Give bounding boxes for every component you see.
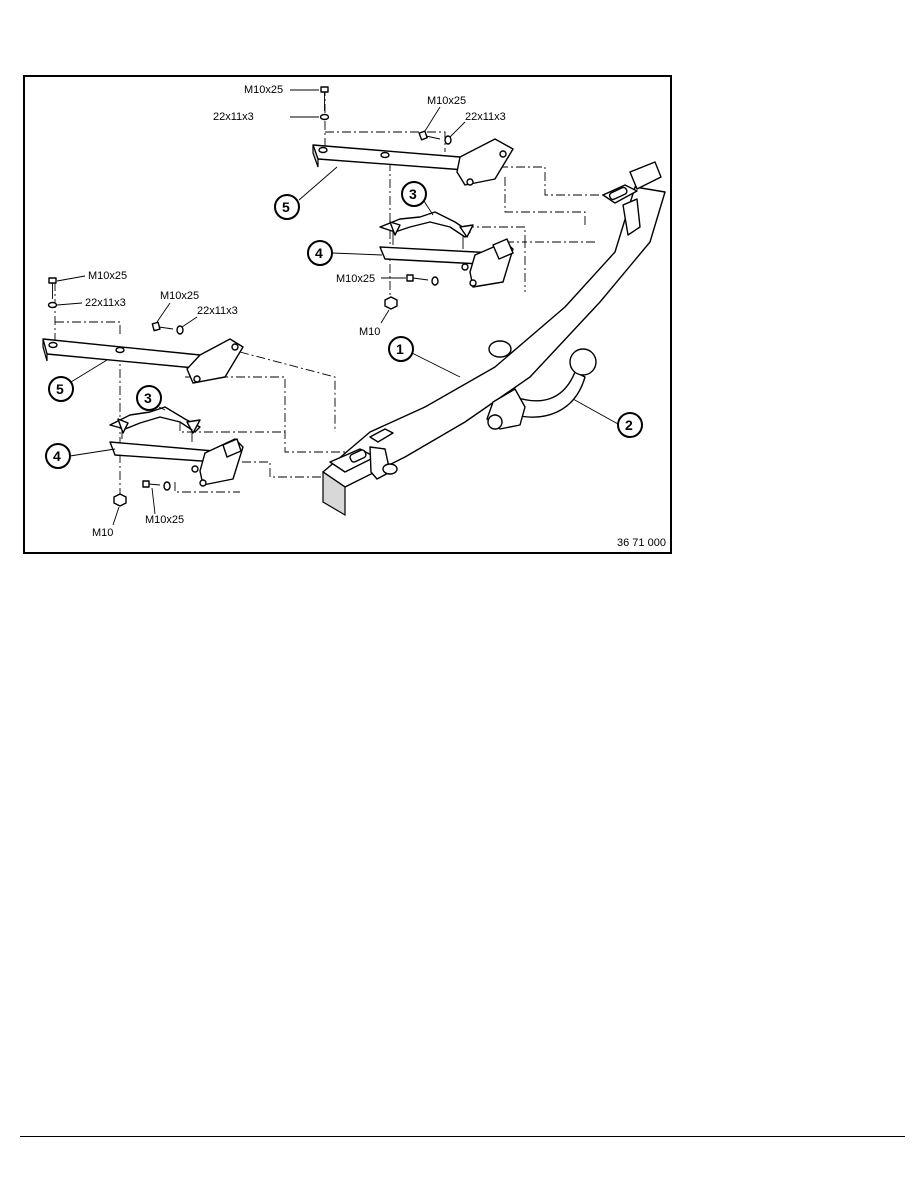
callout-5-lower-number: 5 xyxy=(56,381,64,397)
figure-reference-code: 36 71 000 xyxy=(617,537,666,549)
callout-1 xyxy=(388,336,414,362)
label-bolt-lower-side: M10x25 xyxy=(145,514,184,526)
callout-5-upper-number: 5 xyxy=(282,199,290,215)
label-washer-left: 22x11x3 xyxy=(85,297,126,309)
label-bolt-upper-right: M10x25 xyxy=(427,95,466,107)
label-bolt-left: M10x25 xyxy=(88,270,127,282)
upper-plate-part-4 xyxy=(379,238,514,288)
lower-plate-part-4 xyxy=(109,438,244,487)
label-bolt-upper-side: M10x25 xyxy=(336,273,375,285)
callout-2 xyxy=(617,412,643,438)
label-nut-upper: M10 xyxy=(359,326,380,338)
callout-5-upper xyxy=(274,194,300,220)
callout-4-upper xyxy=(307,240,333,266)
label-washer-middle: 22x11x3 xyxy=(197,305,238,317)
label-washer-upper-right: 22x11x3 xyxy=(465,111,506,123)
callout-4-lower-number: 4 xyxy=(53,448,61,464)
fastener-labels: M10x25 22x11x3 M10x25 22x11x3 M10x25 M10… xyxy=(56,84,506,539)
callout-3-lower xyxy=(136,385,162,411)
assembly-lines xyxy=(54,87,615,497)
callout-4-upper-number: 4 xyxy=(315,245,323,261)
tow-ball-arm-part-2 xyxy=(486,348,597,430)
callout-5-lower xyxy=(48,376,74,402)
fasteners xyxy=(47,86,452,507)
footer-divider xyxy=(20,1136,905,1137)
label-bolt-middle: M10x25 xyxy=(160,290,199,302)
label-bolt-top: M10x25 xyxy=(244,84,283,96)
callout-4-lower xyxy=(45,443,71,469)
label-nut-lower: M10 xyxy=(92,527,113,539)
callout-3-upper-number: 3 xyxy=(409,186,417,202)
lower-bracket-part-5 xyxy=(42,338,244,384)
callout-3-upper xyxy=(401,181,427,207)
tow-hitch-exploded-diagram: M10x25 22x11x3 M10x25 22x11x3 M10x25 M10… xyxy=(42,84,666,549)
callout-2-number: 2 xyxy=(625,417,633,433)
part-callouts: 5 3 4 1 2 5 3 xyxy=(45,166,643,469)
upper-bracket-part-5 xyxy=(312,138,514,186)
upper-clamp-part-3 xyxy=(379,211,474,249)
callout-3-lower-number: 3 xyxy=(144,390,152,406)
callout-1-number: 1 xyxy=(396,341,404,357)
label-washer-top: 22x11x3 xyxy=(213,111,254,123)
diagram-frame: M10x25 22x11x3 M10x25 22x11x3 M10x25 M10… xyxy=(23,75,672,554)
cross-beam-part-1 xyxy=(322,161,666,517)
lower-clamp-part-3 xyxy=(109,406,201,442)
